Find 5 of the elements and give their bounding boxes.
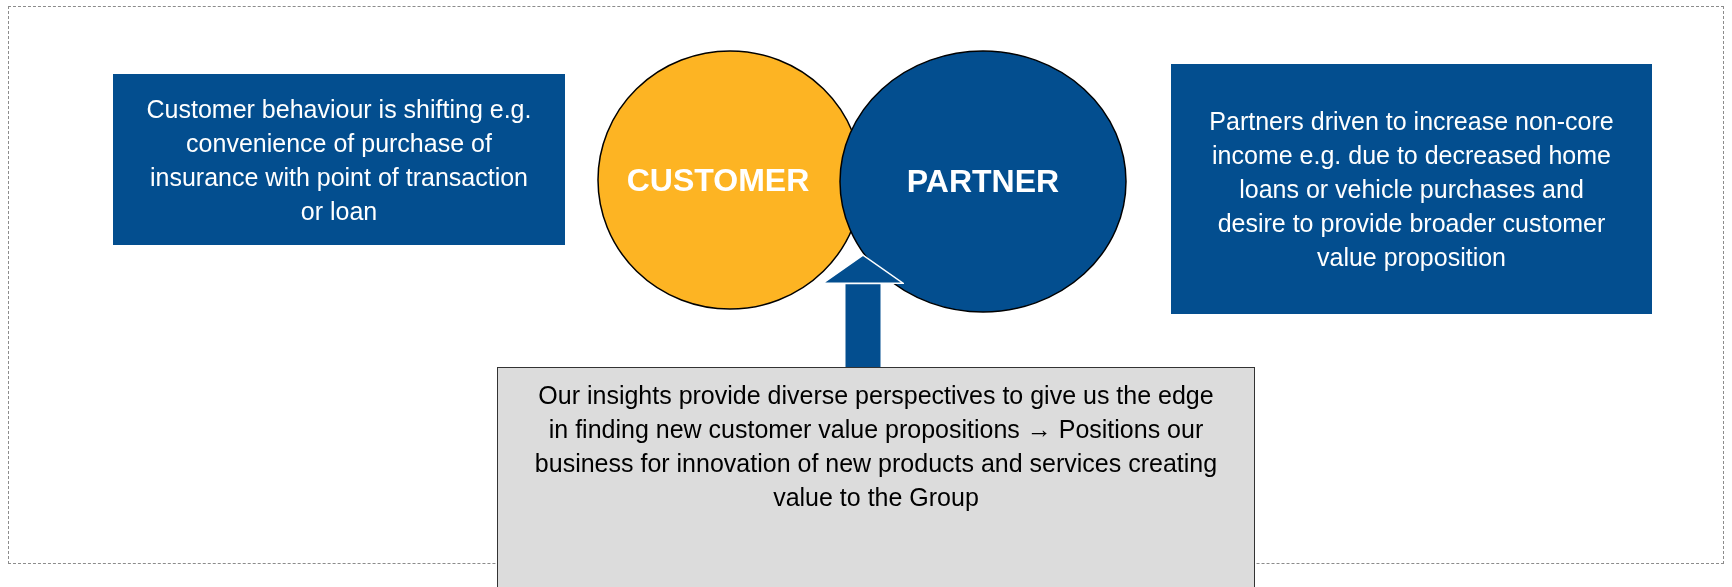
circle-label: PARTNER (906, 163, 1060, 200)
text-box: Customer behaviour is shifting e.g. convenience of purchase of insurance with point of transaction or loan (113, 74, 565, 245)
note-box: Our insights provide diverse perspectives to give us the edge in finding new customer value propositions → Positions our business for innovation of new products and services creating value to the Group (497, 367, 1255, 587)
text-box: Partners driven to increase non-core income e.g. due to decreased home loans or vehicle purchases and desire to provide broader customer value proposition (1171, 64, 1652, 314)
circle-label: CUSTOMER (626, 161, 810, 199)
